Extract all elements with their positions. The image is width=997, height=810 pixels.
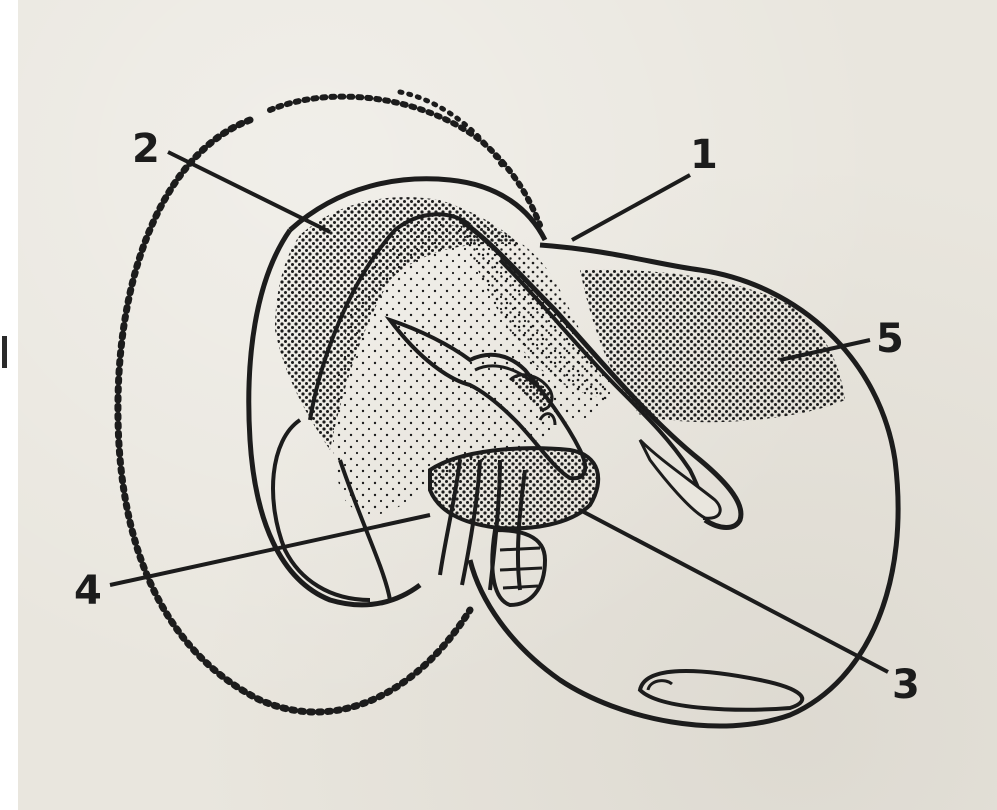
label-5: 5 (876, 316, 904, 362)
leader-line-1 (572, 175, 690, 240)
label-1: 1 (690, 132, 718, 178)
label-3: 3 (892, 662, 920, 708)
label-4: 4 (74, 568, 102, 614)
leader-line-3 (580, 510, 888, 672)
label-2: 2 (132, 126, 160, 172)
leader-line-2 (168, 152, 330, 232)
mouthparts (430, 448, 598, 605)
